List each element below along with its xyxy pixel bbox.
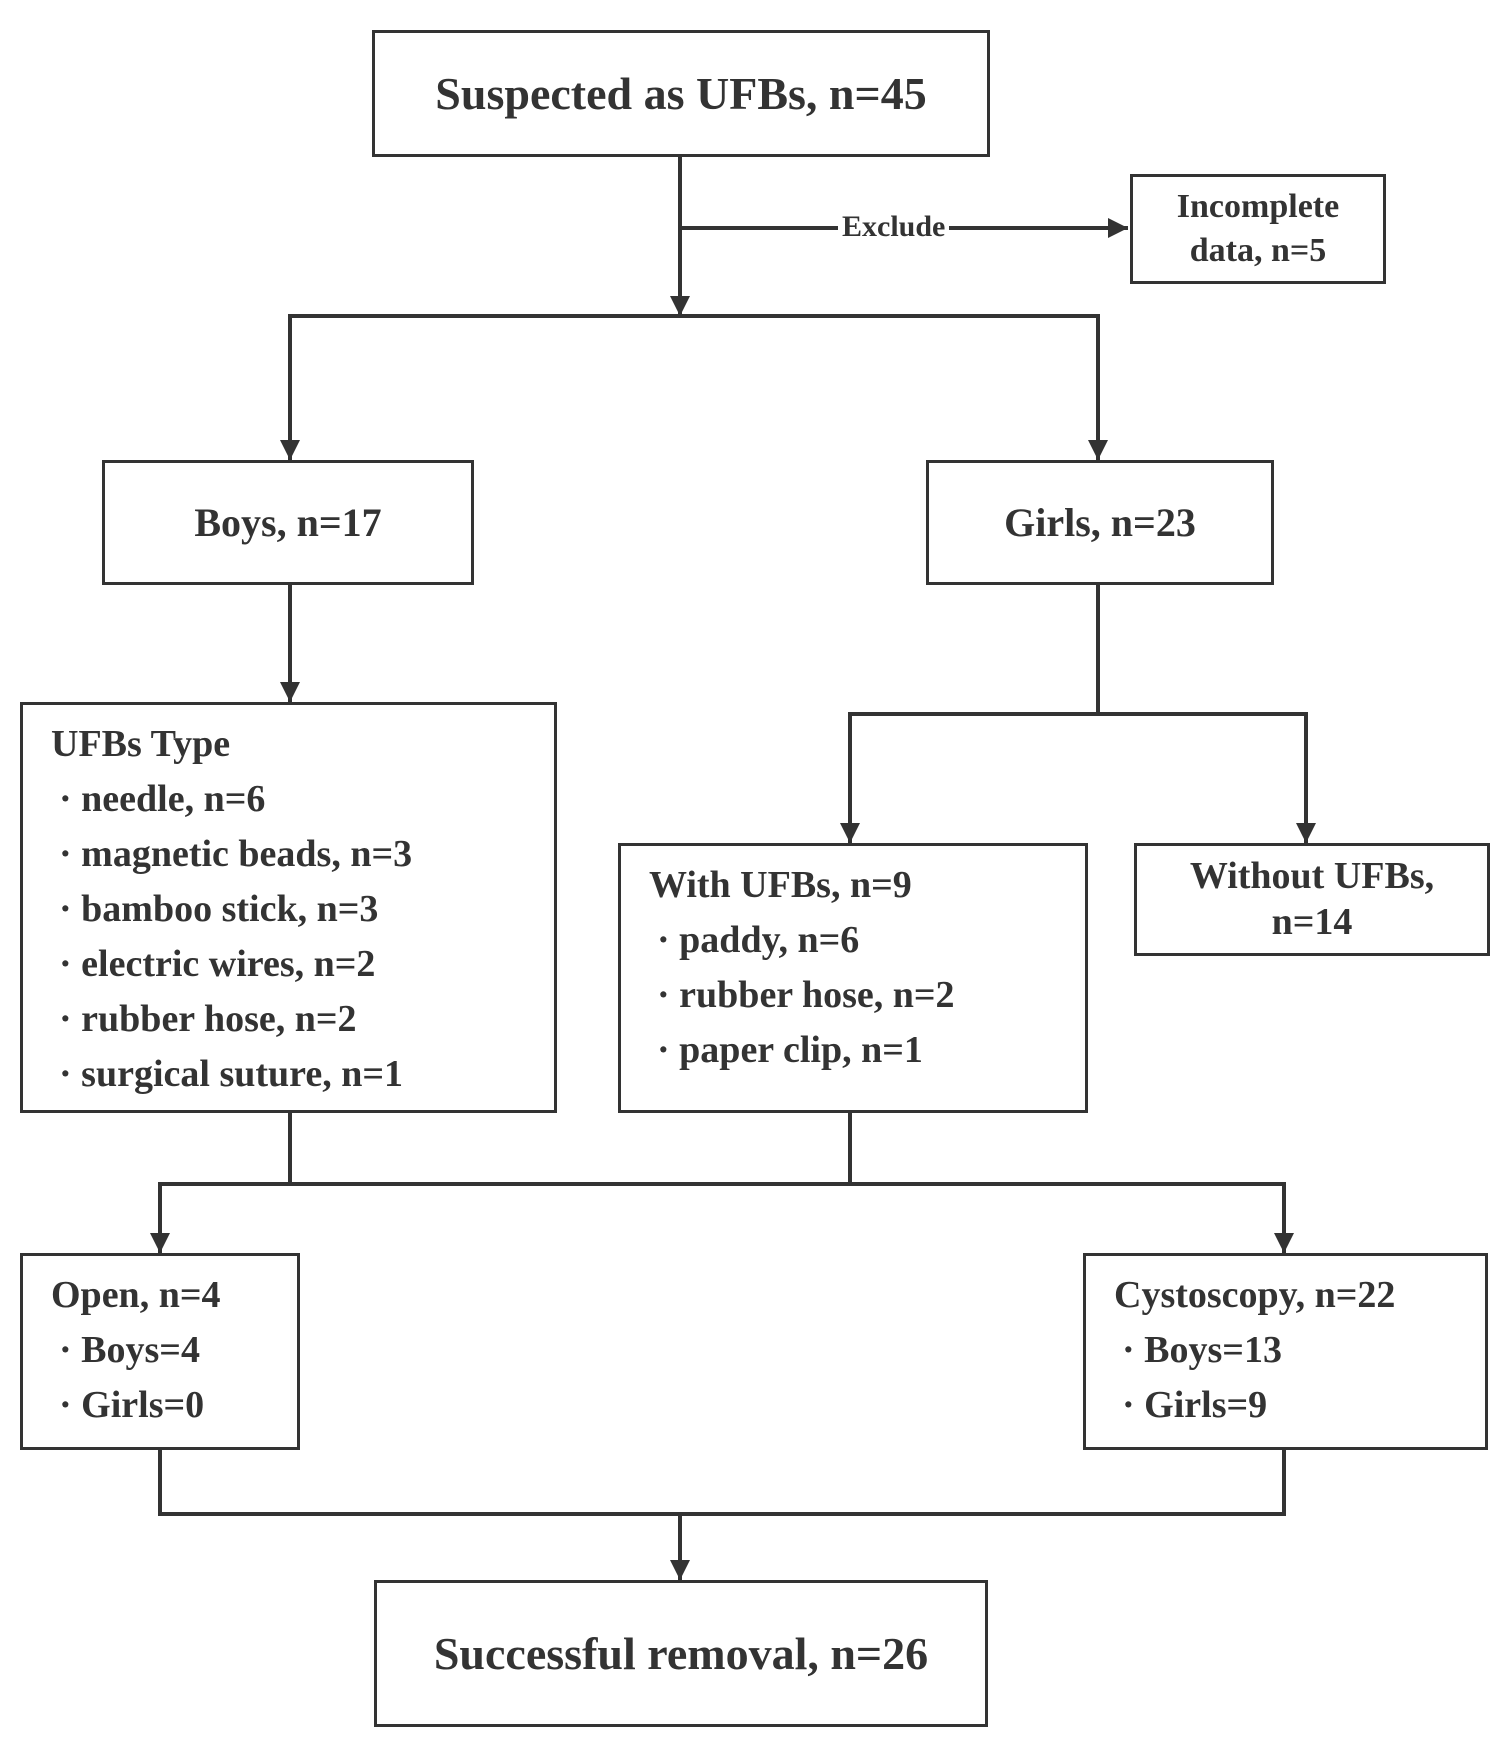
open-heading: Open, n=4 xyxy=(51,1274,221,1316)
open-item: · Boys=4 xyxy=(59,1329,200,1371)
node-incomplete-line1: Incomplete xyxy=(1176,187,1340,225)
node-boys-types: UFBs Type · needle, n=6 · magnetic beads… xyxy=(20,702,557,1113)
without-ufbs-line1: Without UFBs, xyxy=(1189,854,1435,897)
node-success: Successful removal, n=26 xyxy=(374,1580,988,1727)
node-suspected-text: Suspected as UFBs, n=45 xyxy=(435,68,927,119)
node-girls-text: Girls, n=23 xyxy=(1004,499,1196,545)
boys-type-item: · electric wires, n=2 xyxy=(59,943,376,985)
node-with-ufbs: With UFBs, n=9 · paddy, n=6 · rubber hos… xyxy=(618,843,1088,1113)
without-ufbs-line2: n=14 xyxy=(1271,900,1353,943)
exclude-label: Exclude xyxy=(838,210,950,244)
node-boys-text: Boys, n=17 xyxy=(194,499,382,545)
node-suspected: Suspected as UFBs, n=45 xyxy=(372,30,990,157)
with-ufbs-item: · paddy, n=6 xyxy=(657,919,860,961)
node-open: Open, n=4 · Boys=4 · Girls=0 xyxy=(20,1253,300,1450)
node-boys: Boys, n=17 xyxy=(102,460,474,585)
node-incomplete: Incomplete data, n=5 xyxy=(1130,174,1386,284)
with-ufbs-item: · rubber hose, n=2 xyxy=(657,974,955,1016)
node-without-ufbs: Without UFBs, n=14 xyxy=(1134,843,1490,956)
boys-type-item: · bamboo stick, n=3 xyxy=(59,888,379,930)
connector-success-merge xyxy=(158,1450,1286,1516)
boys-type-item: · magnetic beads, n=3 xyxy=(59,833,413,875)
cystoscopy-heading: Cystoscopy, n=22 xyxy=(1114,1274,1396,1316)
boys-types-heading: UFBs Type xyxy=(51,723,231,765)
cystoscopy-item: · Boys=13 xyxy=(1122,1329,1282,1371)
with-ufbs-item: · paper clip, n=1 xyxy=(657,1029,923,1071)
node-success-text: Successful removal, n=26 xyxy=(433,1628,929,1679)
connector-girls-split xyxy=(848,712,1308,843)
boys-type-item: · rubber hose, n=2 xyxy=(59,998,357,1040)
with-ufbs-heading: With UFBs, n=9 xyxy=(649,864,912,906)
node-incomplete-line2: data, n=5 xyxy=(1189,232,1327,269)
cystoscopy-item: · Girls=9 xyxy=(1122,1384,1268,1426)
boys-type-item: · surgical suture, n=1 xyxy=(59,1053,403,1095)
boys-type-item: · needle, n=6 xyxy=(59,778,266,820)
node-cystoscopy: Cystoscopy, n=22 · Boys=13 · Girls=9 xyxy=(1083,1253,1488,1450)
connector-treatment-split xyxy=(158,1182,1286,1253)
connector-split-gender xyxy=(288,314,1100,460)
open-item: · Girls=0 xyxy=(59,1384,205,1426)
node-girls: Girls, n=23 xyxy=(926,460,1274,585)
